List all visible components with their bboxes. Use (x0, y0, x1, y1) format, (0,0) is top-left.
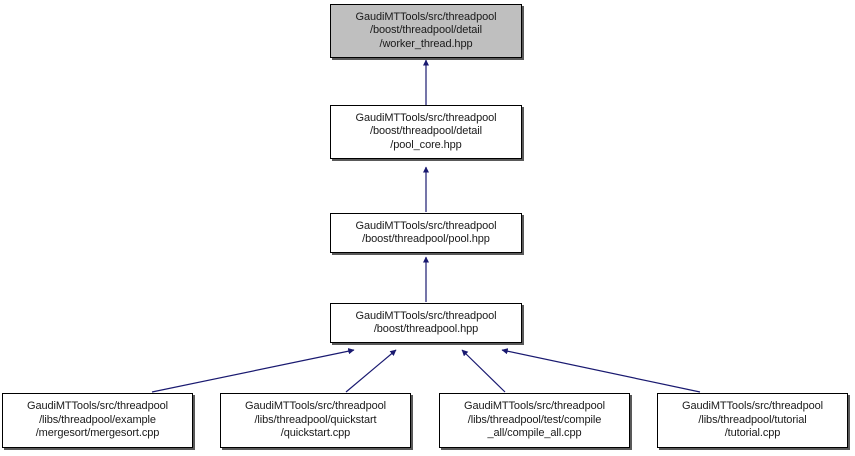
node-label-line: GaudiMTTools/src/threadpool (355, 111, 497, 124)
node-label-line: /boost/threadpool/detail (370, 125, 482, 138)
edge-quickstart-to-threadpool (345, 349, 397, 393)
node-label-line: /libs/threadpool/quickstart (254, 413, 377, 426)
node-label-line: GaudiMTTools/src/threadpool (355, 10, 497, 23)
node-label-line: /libs/threadpool/example (39, 413, 156, 426)
node-pool-hpp[interactable]: GaudiMTTools/src/threadpool /boost/threa… (330, 213, 522, 253)
node-compile-all-cpp[interactable]: GaudiMTTools/src/threadpool /libs/thread… (439, 393, 630, 448)
node-label-line: GaudiMTTools/src/threadpool (245, 400, 386, 413)
node-pool-core-hpp[interactable]: GaudiMTTools/src/threadpool /boost/threa… (330, 105, 522, 159)
node-label-line: _all/compile_all.cpp (487, 427, 582, 440)
edge-mergesort-to-threadpool (151, 348, 355, 393)
node-label-line: /boost/threadpool/pool.hpp (362, 233, 490, 245)
node-mergesort-cpp[interactable]: GaudiMTTools/src/threadpool /libs/thread… (2, 393, 193, 448)
node-label-line: /worker_thread.hpp (379, 37, 473, 50)
edge-tutorial-to-threadpool (501, 348, 701, 393)
node-quickstart-cpp[interactable]: GaudiMTTools/src/threadpool /libs/thread… (220, 393, 411, 448)
node-label-line: /mergesort/mergesort.cpp (35, 427, 160, 440)
edge-compile-all-to-threadpool (461, 349, 506, 393)
node-label-line: GaudiMTTools/src/threadpool (355, 309, 497, 322)
node-label-line: GaudiMTTools/src/threadpool (355, 219, 497, 232)
node-label-line: /boost/threadpool.hpp (373, 323, 479, 335)
node-threadpool-hpp[interactable]: GaudiMTTools/src/threadpool /boost/threa… (330, 303, 522, 343)
node-tutorial-cpp[interactable]: GaudiMTTools/src/threadpool /libs/thread… (657, 393, 848, 448)
node-label-line: /pool_core.hpp (390, 138, 462, 151)
node-label-line: GaudiMTTools/src/threadpool (682, 400, 823, 413)
node-label-line: /libs/threadpool/test/compile (467, 413, 602, 426)
node-label-line: GaudiMTTools/src/threadpool (464, 400, 605, 413)
node-label-line: GaudiMTTools/src/threadpool (27, 400, 168, 413)
node-label-line: /tutorial.cpp (724, 427, 781, 440)
node-label-line: /boost/threadpool/detail (370, 24, 482, 37)
node-label-line: /quickstart.cpp (280, 427, 351, 440)
node-label-line: /libs/threadpool/tutorial (698, 413, 807, 426)
node-worker-thread-hpp[interactable]: GaudiMTTools/src/threadpool /boost/threa… (330, 4, 522, 58)
